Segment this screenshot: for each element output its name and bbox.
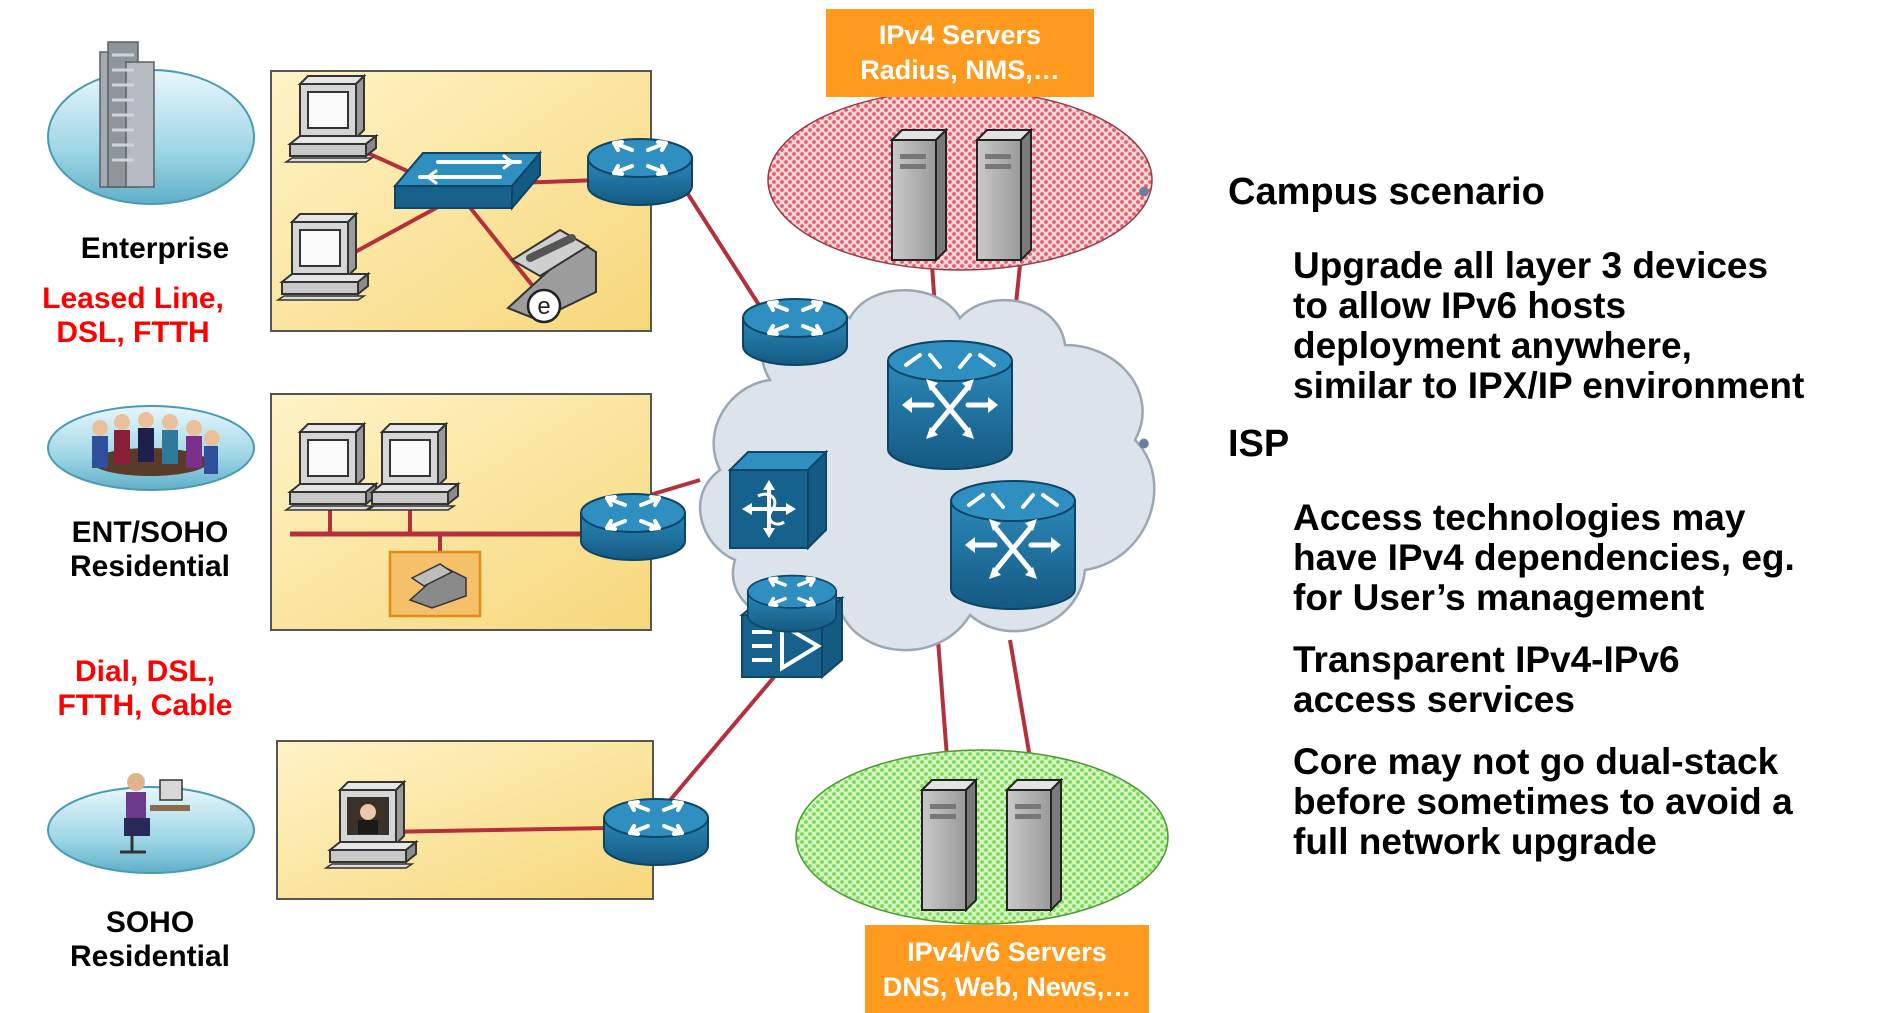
bullet-dot-icon: • bbox=[1138, 425, 1150, 463]
access-server-icon bbox=[739, 573, 845, 680]
bullet-point: Transparent IPv4-IPv6 access services bbox=[1293, 639, 1680, 720]
residential-lan-panel bbox=[276, 740, 654, 900]
bullet-title: ISP bbox=[1228, 423, 1290, 465]
bullet-title: Campus scenario bbox=[1228, 171, 1545, 213]
core-switch-icon bbox=[951, 481, 1075, 609]
bullet-dot-icon: • bbox=[1138, 173, 1150, 211]
multilayer-switch-icon bbox=[727, 449, 829, 551]
pc-icon bbox=[285, 423, 377, 511]
dual-stack-servers-label: IPv4/v6 Servers DNS, Web, News,… bbox=[865, 925, 1149, 1013]
ipv4-servers-zone bbox=[767, 89, 1153, 271]
enterprise-lan-panel: e bbox=[270, 70, 652, 332]
ipv4-servers-label: IPv4 Servers Radius, NMS,… bbox=[826, 9, 1094, 97]
router-icon bbox=[741, 297, 849, 367]
ent-soho-site-icon bbox=[47, 405, 255, 491]
server-icon bbox=[976, 129, 1032, 261]
pc-icon bbox=[277, 213, 369, 301]
pc-icon bbox=[367, 423, 459, 511]
ip-phone-icon: e bbox=[506, 228, 597, 324]
meeting-people-icon bbox=[92, 412, 220, 476]
bullet-isp: • ISP bbox=[1138, 422, 1888, 466]
link-residential-router-to-access-server bbox=[653, 668, 782, 820]
ip-phone-icon bbox=[388, 550, 482, 618]
server-icon bbox=[1006, 779, 1062, 911]
link-dual-server-left bbox=[936, 639, 950, 771]
pc-icon bbox=[325, 781, 417, 869]
dual-stack-servers-zone bbox=[795, 749, 1169, 925]
svg-text:e: e bbox=[537, 293, 550, 320]
site-name-enterprise: Enterprise bbox=[80, 232, 230, 265]
switch-icon bbox=[392, 150, 543, 211]
link-dual-server-right bbox=[1008, 639, 1034, 771]
access-methods-enterprise: Leased Line, DSL, FTTH bbox=[42, 282, 224, 349]
router-icon bbox=[602, 797, 710, 867]
bullet-point: Upgrade all layer 3 devices to allow IPv… bbox=[1293, 245, 1805, 406]
bullet-point: Access technologies may have IPv4 depend… bbox=[1293, 497, 1795, 618]
core-switch-icon bbox=[888, 341, 1012, 469]
router-icon bbox=[579, 492, 687, 562]
scenario-bullets: • Campus scenario Upgrade all layer 3 de… bbox=[1138, 170, 1888, 862]
bullet-campus: • Campus scenario bbox=[1138, 170, 1888, 214]
residential-site-icon bbox=[47, 773, 255, 874]
server-icon bbox=[891, 129, 947, 261]
enterprise-site-icon bbox=[47, 41, 255, 205]
server-icon bbox=[921, 779, 977, 911]
bullet-point: Core may not go dual-stack before someti… bbox=[1293, 741, 1793, 862]
router-icon bbox=[586, 137, 694, 207]
access-methods-residential: Dial, DSL, FTTH, Cable bbox=[57, 655, 233, 722]
office-building-icon bbox=[99, 41, 155, 188]
person-at-computer-icon bbox=[120, 773, 190, 854]
site-name-soho-residential: SOHO Residential bbox=[69, 906, 231, 973]
pc-icon bbox=[285, 75, 377, 163]
site-name-ent-soho: ENT/SOHO Residential bbox=[69, 516, 231, 583]
